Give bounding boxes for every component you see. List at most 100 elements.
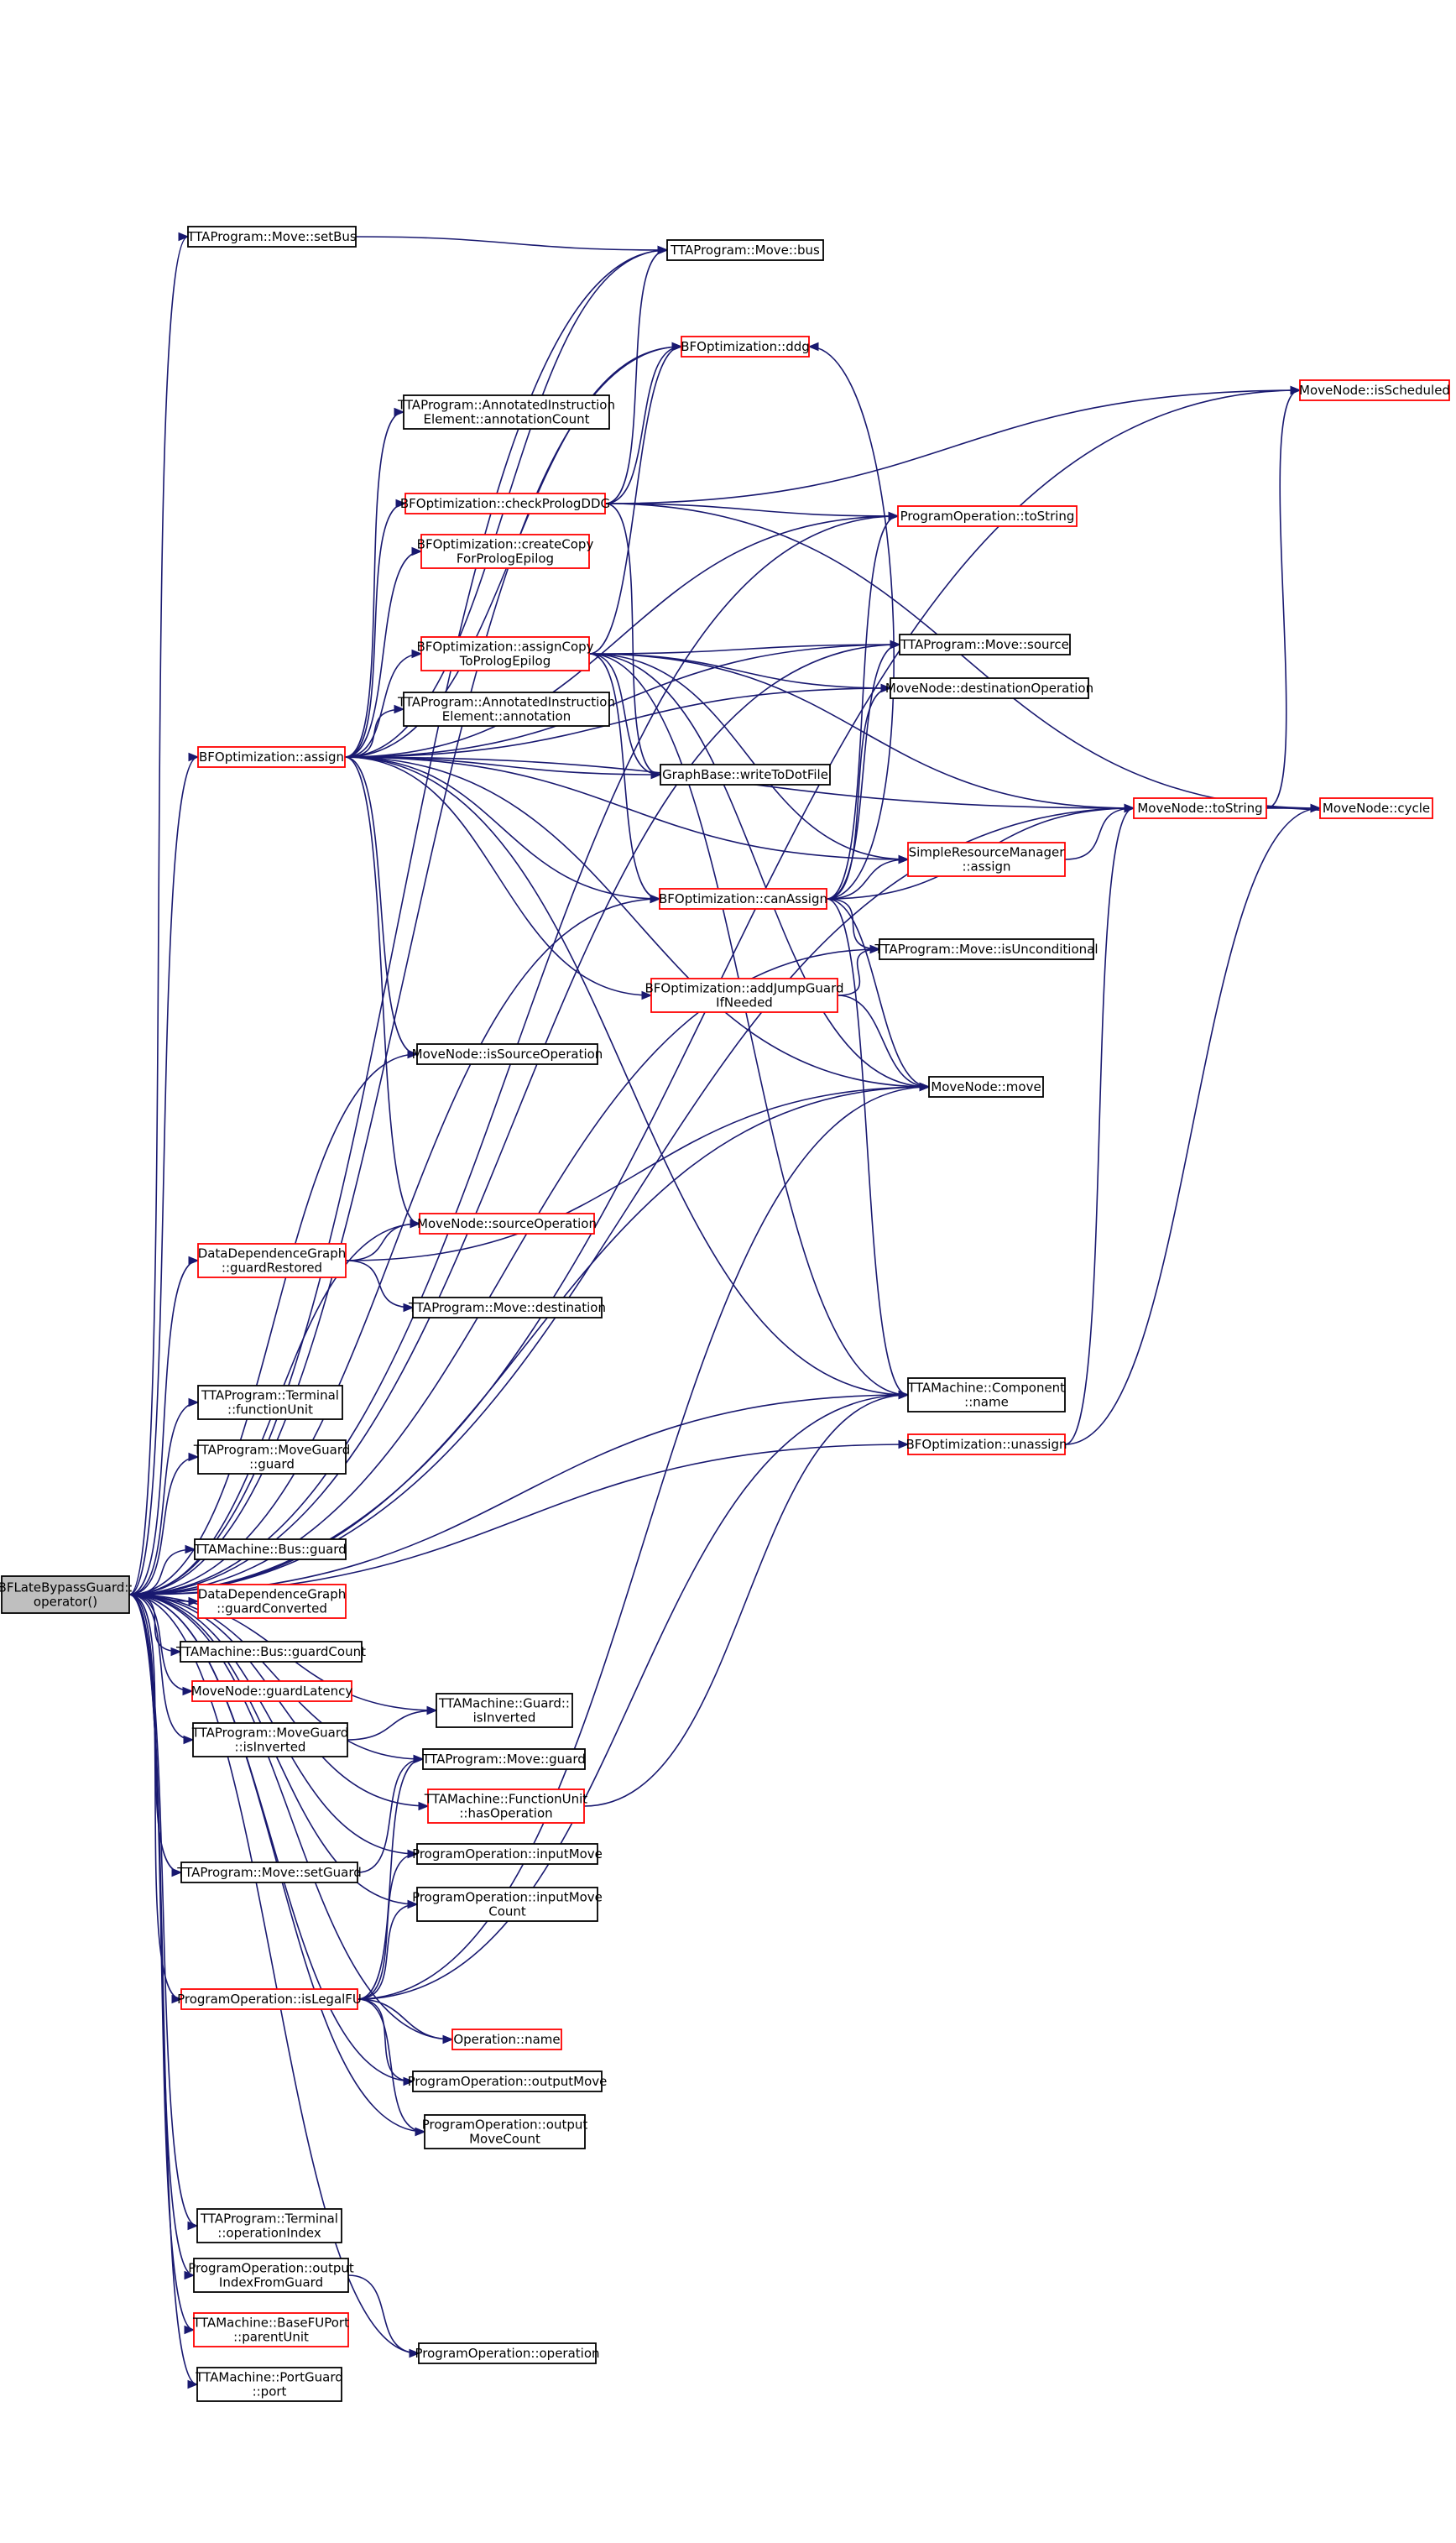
arrowhead: [171, 1994, 183, 2004]
node-destination[interactable]: TTAProgram::Move::destination: [408, 1297, 606, 1318]
node-label: DataDependenceGraph: [198, 1587, 347, 1602]
edge-line: [128, 1402, 199, 1595]
node-mnMove[interactable]: MoveNode::move: [928, 1076, 1044, 1098]
node-ddg[interactable]: BFOptimization::ddg: [681, 336, 810, 358]
edge-line: [128, 1594, 198, 2385]
edge-line: [837, 995, 930, 1088]
node-inputMove[interactable]: ProgramOperation::inputMove: [412, 1843, 603, 1865]
node-label: BFOptimization::unassign: [905, 1437, 1067, 1452]
node-label: TTAMachine::Bus::guard: [193, 1542, 346, 1557]
node-moveSource[interactable]: TTAProgram::Move::source: [899, 634, 1071, 655]
node-isUncond[interactable]: TTAProgram::Move::isUnconditional: [874, 938, 1099, 960]
node-box: [180, 1862, 358, 1883]
node-port[interactable]: TTAMachine::PortGuard::port: [195, 2367, 343, 2402]
node-box: [907, 842, 1066, 877]
node-setBus[interactable]: TTAProgram::Move::setBus: [186, 226, 357, 248]
node-annotation[interactable]: TTAProgram::AnnotatedInstructionElement:…: [397, 692, 615, 727]
arrowhead: [170, 1647, 182, 1657]
node-srmAssign[interactable]: SimpleResourceManager::assign: [907, 842, 1066, 877]
node-box: [197, 1584, 347, 1619]
node-guardConverted[interactable]: DataDependenceGraph::guardConverted: [197, 1584, 347, 1619]
edge-canAssign-to-destOp: [826, 683, 892, 900]
node-box: [194, 1538, 347, 1560]
node-createCopy[interactable]: BFOptimization::createCopyForPrologEpilo…: [417, 534, 594, 569]
node-annCount[interactable]: TTAProgram::AnnotatedInstructionElement:…: [397, 394, 615, 430]
edge-line: [128, 1548, 196, 1595]
arrowhead: [1290, 385, 1302, 395]
node-busGuard[interactable]: TTAMachine::Bus::guard: [193, 1538, 347, 1560]
node-unassign[interactable]: BFOptimization::unassign: [905, 1433, 1067, 1455]
node-setGuard[interactable]: TTAProgram::Move::setGuard: [176, 1862, 362, 1883]
node-mgIsInverted[interactable]: TTAProgram::MoveGuard::isInverted: [191, 1722, 349, 1757]
edge-root-to-setBus: [128, 232, 190, 1595]
edge-line: [604, 389, 1301, 504]
edge-root-to-mnMove: [128, 1082, 931, 1595]
node-hasOp[interactable]: TTAMachine::FunctionUnit::hasOperation: [424, 1788, 588, 1824]
node-opName[interactable]: Operation::name: [451, 2029, 562, 2050]
edge-line: [128, 1594, 195, 2331]
arrowhead: [407, 1899, 419, 1909]
node-label: TTAProgram::AnnotatedInstruction: [397, 695, 615, 710]
node-label: MoveCount: [469, 2132, 540, 2147]
node-bus[interactable]: TTAProgram::Move::bus: [666, 239, 824, 261]
node-checkProlog[interactable]: BFOptimization::checkPrologDDG: [400, 493, 610, 514]
node-opIndex[interactable]: TTAProgram::Terminal::operationIndex: [196, 2208, 342, 2243]
arrowhead: [403, 1303, 415, 1313]
node-guardCount[interactable]: TTAMachine::Bus::guardCount: [175, 1641, 366, 1663]
node-box: [1, 1575, 130, 1614]
node-label: isInverted: [473, 1710, 536, 1726]
node-mnToString[interactable]: MoveNode::toString: [1133, 797, 1267, 819]
node-label: BFOptimization::ddg: [681, 339, 810, 354]
node-parentUnit[interactable]: TTAMachine::BaseFUPort::parentUnit: [192, 2312, 349, 2347]
node-assign[interactable]: BFOptimization::assign: [197, 746, 346, 768]
node-funcUnit[interactable]: TTAProgram::Terminal::functionUnit: [197, 1385, 343, 1420]
arrowhead: [188, 1452, 200, 1462]
node-mgGuard[interactable]: TTAProgram::MoveGuard::guard: [193, 1439, 351, 1475]
edge-line: [128, 1260, 199, 1595]
node-poOperation[interactable]: ProgramOperation::operation: [415, 2342, 600, 2364]
node-label: IndexFromGuard: [219, 2275, 323, 2290]
node-label: TTAProgram::Move::setBus: [186, 229, 357, 244]
node-writeDot[interactable]: GraphBase::writeToDotFile: [660, 764, 831, 786]
node-moveGuard[interactable]: TTAProgram::Move::guard: [421, 1748, 586, 1770]
edge-line: [357, 1758, 424, 2000]
node-destOp[interactable]: MoveNode::destinationOperation: [885, 677, 1093, 699]
edge-line: [347, 1710, 437, 1741]
edge-line: [826, 515, 899, 900]
edge-line: [357, 1758, 424, 1873]
node-label: MoveNode::isSourceOperation: [412, 1047, 603, 1062]
node-poToString[interactable]: ProgramOperation::toString: [897, 505, 1078, 527]
arrowhead: [184, 2270, 196, 2280]
node-outputMove[interactable]: ProgramOperation::outputMove: [408, 2070, 608, 2092]
node-box: [1133, 797, 1267, 819]
node-guardLatency[interactable]: MoveNode::guardLatency: [191, 1680, 353, 1702]
node-label: ::assign: [962, 859, 1010, 875]
node-label: ToPrologEpilog: [459, 654, 551, 669]
node-isScheduled[interactable]: MoveNode::isScheduled: [1299, 379, 1450, 401]
node-cycle[interactable]: MoveNode::cycle: [1319, 797, 1433, 819]
node-srcOp[interactable]: MoveNode::sourceOperation: [417, 1213, 597, 1235]
node-guardRestored[interactable]: DataDependenceGraph::guardRestored: [197, 1243, 347, 1278]
node-isLegalFU[interactable]: ProgramOperation::isLegalFU: [177, 1988, 362, 2010]
node-compName[interactable]: TTAMachine::Component::name: [907, 1377, 1066, 1412]
node-isSrcOp[interactable]: MoveNode::isSourceOperation: [412, 1043, 603, 1065]
node-box: [420, 636, 590, 671]
node-gIsInverted[interactable]: TTAMachine::Guard::isInverted: [436, 1693, 573, 1728]
node-canAssign[interactable]: BFOptimization::canAssign: [659, 888, 827, 910]
node-root[interactable]: BFLateBypassGuard::operator(): [0, 1575, 133, 1614]
edge-assignCopy-to-writeDot: [588, 653, 662, 780]
edge-addJump-to-mnMove: [837, 995, 931, 1092]
arrowhead: [880, 683, 892, 693]
edge-assignCopy-to-mnMove: [588, 653, 931, 1092]
node-label: ProgramOperation::inputMove: [412, 1890, 603, 1905]
node-box: [180, 1988, 358, 2010]
node-label: ProgramOperation::operation: [415, 2346, 599, 2361]
node-box: [650, 978, 838, 1013]
node-label: TTAMachine::Bus::guardCount: [175, 1644, 366, 1659]
